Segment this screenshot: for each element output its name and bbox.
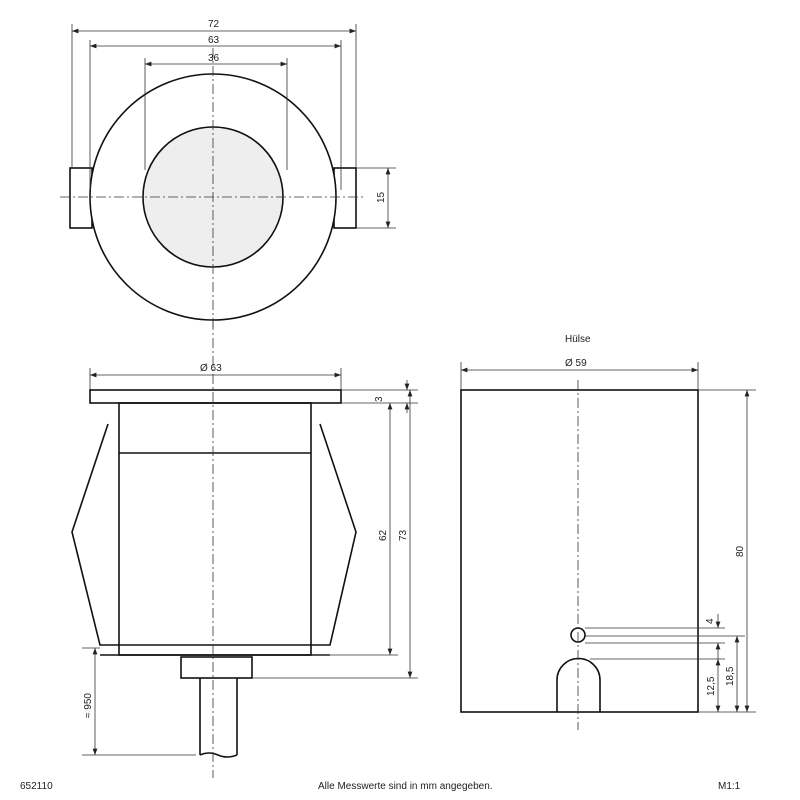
- article-number: 652110: [20, 781, 53, 792]
- dim-3: 3: [374, 396, 385, 402]
- top-view: 72 63 36 15: [60, 19, 396, 330]
- dim-12-5: 12,5: [706, 676, 717, 696]
- sleeve-view: Hülse Ø 59 80 4 12,5 18,5: [460, 334, 756, 730]
- dim-diameter-63: Ø 63: [200, 363, 222, 374]
- dim-63: 63: [208, 35, 220, 46]
- dim-80: 80: [735, 545, 746, 557]
- dim-36: 36: [208, 53, 220, 64]
- units-note: Alle Messwerte sind in mm angegeben.: [318, 781, 493, 792]
- side-view: Ø 63 3 62 73 ≈ 950: [71, 320, 418, 778]
- cable-gland: [180, 656, 253, 679]
- spring-clips: [71, 423, 357, 646]
- dim-15: 15: [376, 191, 387, 203]
- left-tab: [69, 167, 93, 229]
- dim-73: 73: [398, 529, 409, 541]
- dim-cable-length: ≈ 950: [83, 693, 94, 718]
- sleeve-body: [460, 389, 699, 713]
- dim-62: 62: [378, 529, 389, 541]
- right-tab: [333, 167, 357, 229]
- flange: [89, 389, 342, 404]
- dim-4: 4: [705, 618, 716, 624]
- cable: [199, 678, 238, 758]
- dim-72: 72: [208, 19, 220, 30]
- scale: M1:1: [718, 781, 741, 792]
- sleeve-title: Hülse: [565, 334, 591, 345]
- housing-body: [118, 402, 312, 656]
- sleeve-cutout: [556, 657, 601, 712]
- dim-18-5: 18,5: [725, 666, 736, 686]
- dim-diameter-59: Ø 59: [565, 358, 587, 369]
